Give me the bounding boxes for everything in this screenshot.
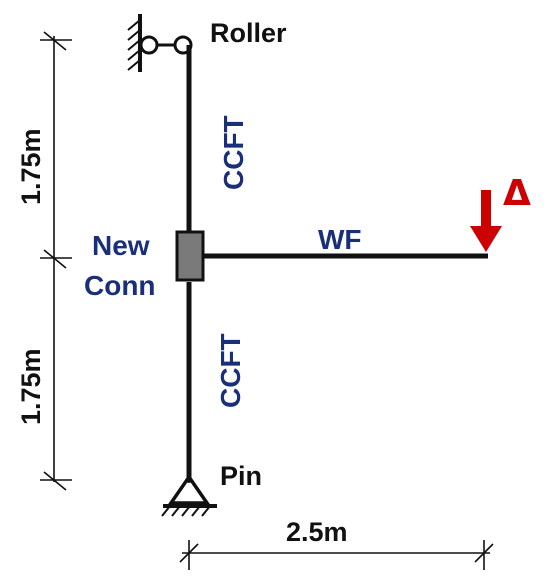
- roller-support: [127, 14, 193, 72]
- roller-label: Roller: [210, 18, 287, 48]
- lower-column-label: CCFT: [215, 333, 246, 408]
- load-arrow: [470, 190, 502, 252]
- connection-label-line2: Conn: [84, 270, 156, 301]
- pin-label: Pin: [220, 461, 262, 491]
- pin-support: [161, 473, 217, 517]
- vertical-dimension: [40, 31, 72, 491]
- connection-label-line1: New: [92, 230, 150, 261]
- horizontal-dimension: [179, 540, 494, 570]
- displacement-label: Δ: [503, 173, 531, 214]
- lower-height-label: 1.75m: [16, 348, 46, 425]
- upper-height-label: 1.75m: [16, 128, 46, 205]
- upper-column-label: CCFT: [218, 115, 249, 190]
- beam-label: WF: [318, 224, 362, 255]
- beam-length-label: 2.5m: [286, 517, 348, 547]
- connection-block: [175, 230, 205, 282]
